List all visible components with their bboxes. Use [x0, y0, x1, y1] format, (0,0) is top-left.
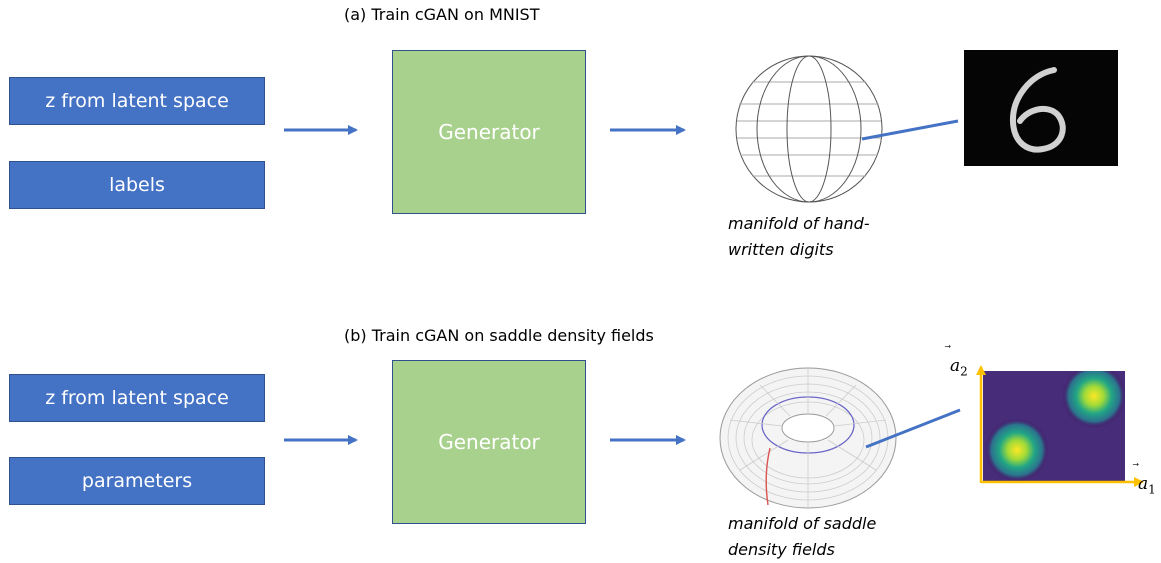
panel-a-title: (a) Train cGAN on MNIST — [344, 5, 540, 24]
generator-box-a: Generator — [392, 50, 586, 214]
sphere-manifold-icon — [735, 55, 883, 203]
latent-z-box-b: z from latent space — [9, 374, 265, 422]
connector-torus-to-heatmap — [865, 408, 961, 449]
density-peak-lower-left — [985, 418, 1049, 481]
y-axis-symbol: a — [950, 356, 961, 376]
manifold-caption-b-line1: manifold of saddle — [728, 514, 877, 533]
manifold-caption-a-line1: manifold of hand- — [728, 214, 870, 233]
mnist-digit-image — [964, 50, 1118, 166]
generator-box-b: Generator — [392, 360, 586, 524]
x-axis-symbol: a — [1138, 474, 1149, 494]
manifold-caption-b-line2: density fields — [728, 540, 835, 559]
manifold-caption-b: manifold of saddle density fields — [728, 511, 928, 563]
manifold-caption-a: manifold of hand- written digits — [728, 211, 928, 263]
heatmap-x-axis-label: ⃗ a1 — [1138, 474, 1156, 496]
connector-sphere-to-digit — [861, 119, 959, 141]
density-heatmap — [983, 371, 1125, 481]
panel-b-title: (b) Train cGAN on saddle density fields — [344, 326, 654, 345]
parameters-box: parameters — [9, 457, 265, 505]
density-peak-upper-right — [1062, 371, 1125, 428]
x-axis-subscript: 1 — [1148, 482, 1156, 497]
heatmap-y-axis-label: ⃗ a2 — [950, 356, 968, 378]
y-axis-subscript: 2 — [960, 364, 968, 379]
torus-manifold-icon — [719, 367, 897, 509]
labels-box: labels — [9, 161, 265, 209]
manifold-caption-a-line2: written digits — [728, 240, 834, 259]
latent-z-box-a: z from latent space — [9, 77, 265, 125]
